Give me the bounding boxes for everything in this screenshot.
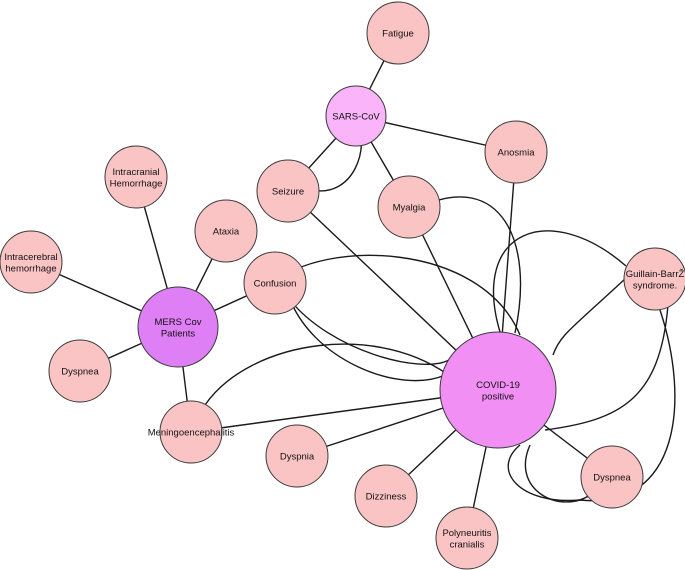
edge-myalgia-to-covid bbox=[419, 196, 522, 334]
node-dizziness-label: Dizziness bbox=[366, 492, 407, 503]
node-confusion-label: Confusion bbox=[254, 279, 297, 290]
node-polyneuritis-circle bbox=[435, 506, 499, 570]
node-mers-label-line1: MERS Cov bbox=[155, 317, 202, 328]
node-anosmia-label: Anosmia bbox=[498, 148, 536, 159]
node-fatigue: Fatigue bbox=[366, 1, 430, 65]
edge-meningo-to-covid bbox=[204, 343, 456, 406]
node-anosmia-circle bbox=[484, 120, 548, 184]
node-anosmia: Anosmia bbox=[484, 120, 548, 184]
edge-dyspnea-right-to-covid bbox=[524, 444, 591, 503]
node-covid-label-line1: COVID-19 bbox=[476, 380, 520, 391]
node-guillain-label-line2: syndrome. bbox=[633, 280, 677, 291]
node-fatigue-label: Fatigue bbox=[382, 29, 414, 40]
node-dyspnea-right-circle bbox=[580, 445, 644, 509]
node-confusion-circle bbox=[243, 251, 307, 315]
node-dyspnia-label: Dyspnia bbox=[280, 452, 315, 463]
node-dyspnea-right-label: Dyspnea bbox=[593, 473, 631, 484]
node-sars-circle bbox=[325, 85, 387, 147]
node-meningo-label: Meningoencephalitis bbox=[148, 428, 235, 439]
node-guillain-label-line1: Guillain-BarrŽ bbox=[626, 269, 685, 280]
node-polyneuritis-label-line1: Polyneuritis bbox=[442, 528, 491, 539]
edge-guillain-to-covid bbox=[552, 277, 627, 356]
edge-guillain-to-covid bbox=[492, 230, 627, 333]
node-ataxia-circle bbox=[194, 199, 258, 263]
node-intracranial-label-line2: Hemorrhage bbox=[110, 178, 163, 189]
node-sars: SARS-CoV bbox=[325, 85, 387, 147]
node-dyspnia-circle bbox=[265, 424, 329, 488]
node-meningo: Meningoencephalitis bbox=[148, 400, 235, 464]
node-dyspnea-left: Dyspnea bbox=[48, 339, 112, 403]
node-dyspnea-left-label: Dyspnea bbox=[61, 367, 99, 378]
node-fatigue-circle bbox=[366, 1, 430, 65]
node-covid-label-line2: positive bbox=[482, 391, 514, 402]
node-ataxia: Ataxia bbox=[194, 199, 258, 263]
node-myalgia-label: Myalgia bbox=[393, 203, 426, 214]
node-dyspnia: Dyspnia bbox=[265, 424, 329, 488]
node-seizure-label: Seizure bbox=[272, 187, 304, 198]
node-polyneuritis-label-line2: cranialis bbox=[450, 539, 485, 550]
node-intracerebral-circle bbox=[0, 230, 63, 294]
node-intracranial-label-line1: Intracranial bbox=[113, 167, 160, 178]
edge-guillain-to-covid bbox=[544, 304, 669, 431]
node-meningo-circle bbox=[159, 400, 223, 464]
edge-confusion-to-covid bbox=[287, 293, 446, 382]
node-dyspnea-left-circle bbox=[48, 339, 112, 403]
node-ataxia-label: Ataxia bbox=[213, 227, 240, 238]
node-dyspnea-right: Dyspnea bbox=[580, 445, 644, 509]
node-dizziness-circle bbox=[354, 464, 418, 528]
node-myalgia-circle bbox=[377, 175, 441, 239]
node-covid-circle bbox=[439, 331, 557, 449]
node-dizziness: Dizziness bbox=[354, 464, 418, 528]
node-intracerebral-label-line1: Intracerebral bbox=[4, 252, 57, 263]
node-myalgia: Myalgia bbox=[377, 175, 441, 239]
node-mers-label-line2: Patients bbox=[161, 328, 196, 339]
node-confusion: Confusion bbox=[243, 251, 307, 315]
node-mers-circle bbox=[137, 286, 219, 368]
node-intracerebral-label-line2: hemorrhage bbox=[5, 263, 56, 274]
node-seizure: Seizure bbox=[256, 159, 320, 223]
node-seizure-circle bbox=[256, 159, 320, 223]
node-sars-label: SARS-CoV bbox=[332, 112, 380, 123]
edge-confusion-to-covid bbox=[289, 299, 450, 365]
node-guillain-circle bbox=[623, 247, 685, 311]
node-intracranial-circle bbox=[104, 145, 168, 209]
